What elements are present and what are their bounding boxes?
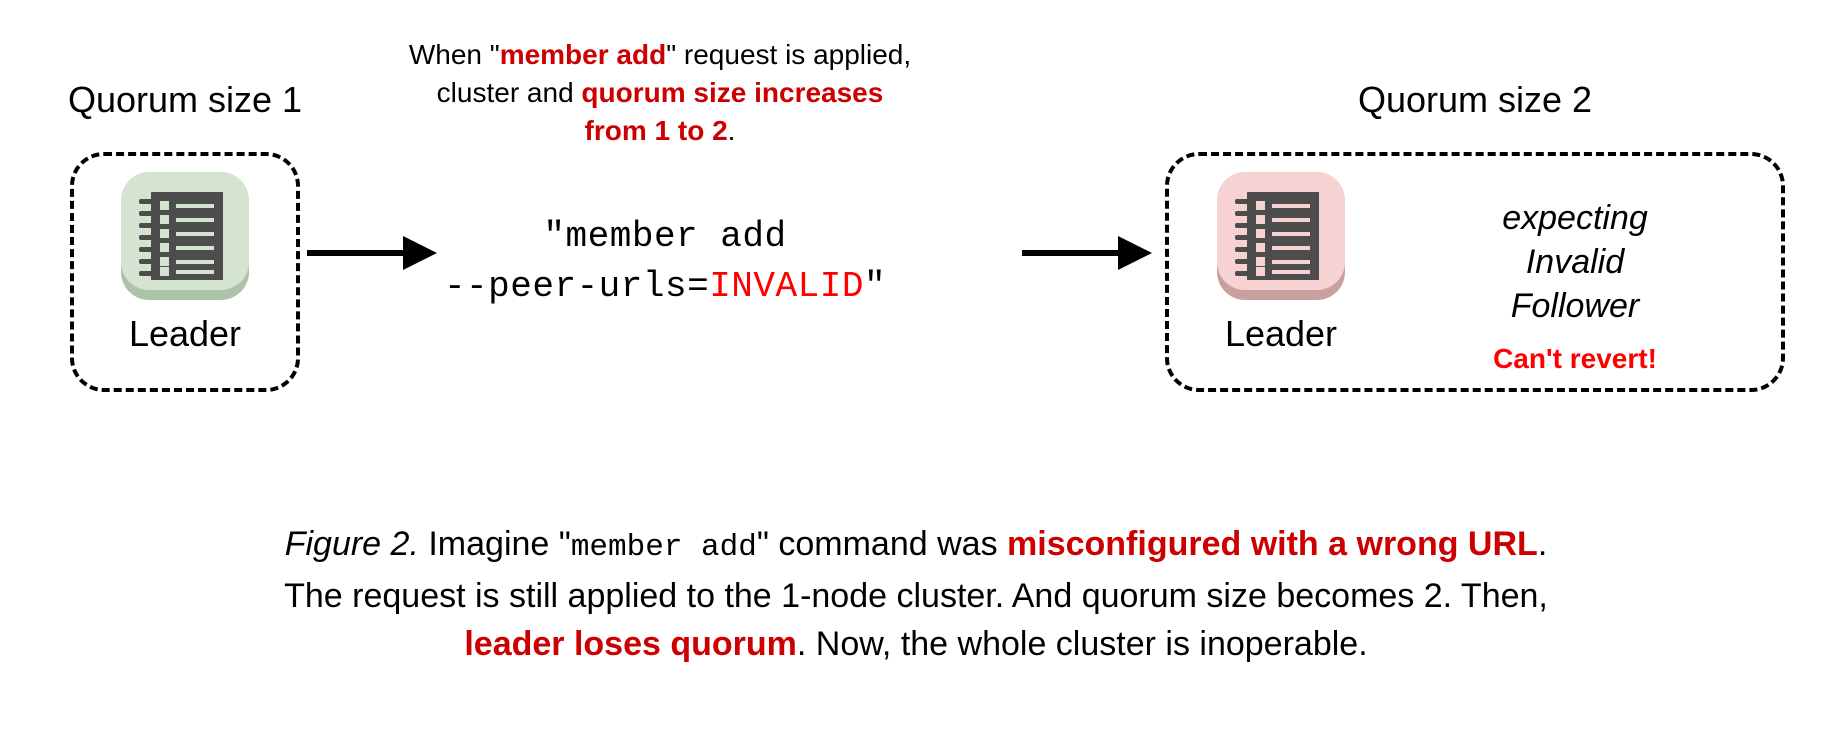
left-cluster-box [70,152,300,392]
caption-line-2: The request is still applied to the 1-no… [284,577,1548,615]
cant-revert-warning: Can't revert! [1493,343,1657,374]
right-leader-node: Leader [1196,172,1366,354]
caption-part3: . [1537,525,1548,563]
right-node-label: Leader [1224,313,1338,354]
command-invalid-value: INVALID [709,266,864,307]
note-line-2: Invalid [1525,243,1625,281]
caption-part1: Imagine " [418,525,571,563]
caption-part4: . Now, the whole cluster is inoperable. [796,625,1368,663]
annotation-seg3: " request is applied, [666,39,912,70]
command-flag: --peer-urls= [443,266,710,307]
top-annotation: When "member add" request is applied, cl… [330,36,990,150]
command-line-2: --peer-urls=INVALID" [440,262,890,312]
annotation-seg1: When " [408,39,500,70]
note-line-1: expecting [1502,199,1648,237]
left-cluster-title: Quorum size 1 [67,79,303,120]
right-cluster-box [1165,152,1785,392]
server-ledger-icon-green [121,172,249,300]
annotation-from-1-to-2: from 1 to 2 [584,115,728,146]
annotation-member-add: member add [499,39,667,70]
figure-caption: Figure 2. Imagine "member add" command w… [40,520,1792,668]
arrow-left-to-command [307,236,437,270]
arrow-command-to-right-cluster [1022,236,1152,270]
command-line-1: "member add [543,216,787,257]
annotation-quorum-increase: quorum size increases [581,77,884,108]
figure-label: Figure 2. [284,525,419,563]
annotation-seg4: cluster and [436,77,582,108]
command-text: "member add --peer-urls=INVALID" [440,212,890,312]
caption-line-3: leader loses quorum. Now, the whole clus… [40,620,1792,668]
caption-line-1: Figure 2. Imagine "member add" command w… [40,520,1792,572]
caption-part2: " command was [756,525,1008,563]
command-close-quote: " [863,266,887,307]
annotation-seg7: . [727,115,736,146]
right-cluster-title: Quorum size 2 [1357,79,1593,120]
server-ledger-icon-red [1217,172,1345,300]
caption-leader-loses-quorum: leader loses quorum [464,625,797,663]
caption-misconfigured: misconfigured with a wrong URL [1007,525,1538,563]
caption-mono-command: member add [570,530,757,565]
note-line-3: Follower [1510,287,1640,325]
left-node-label: Leader [128,313,242,354]
right-cluster-note: expecting Invalid Follower Can't revert! [1420,196,1730,376]
left-leader-node: Leader [100,172,270,354]
